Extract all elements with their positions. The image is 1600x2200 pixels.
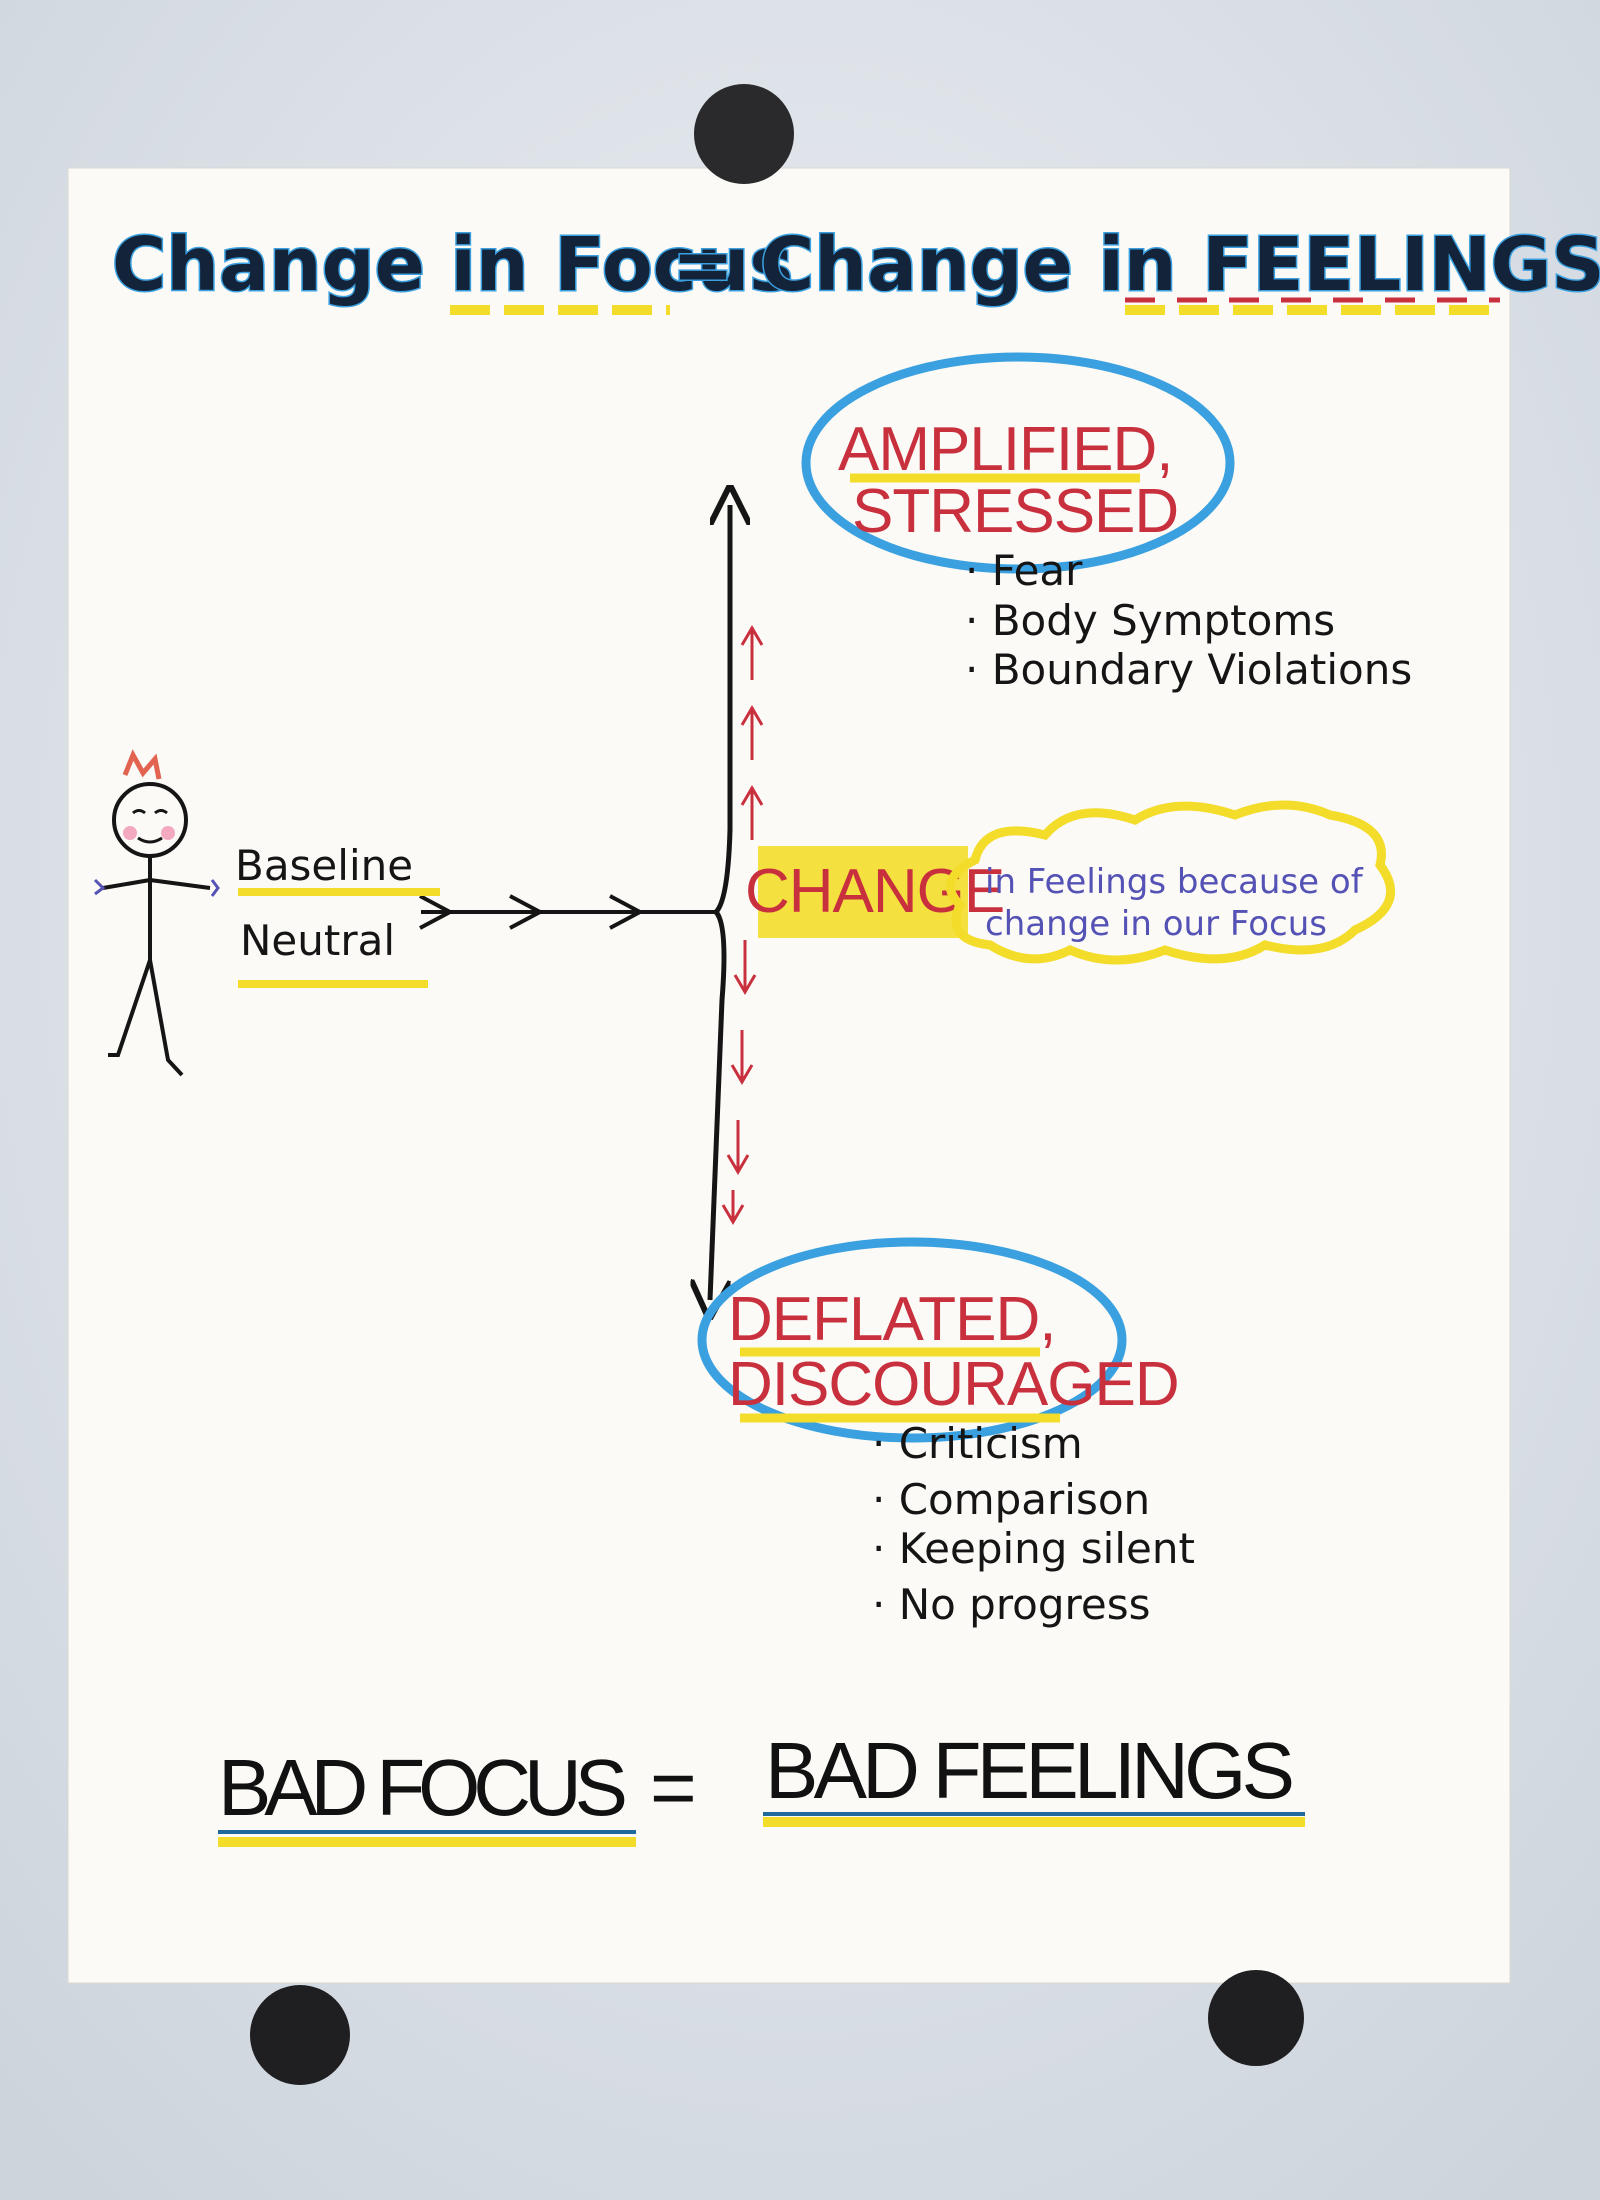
- focus-diagram-arrows: [419, 505, 764, 1300]
- discouraged-label: DISCOURAGED: [728, 1350, 1179, 1419]
- bad-feelings-text: BAD FEELINGS: [765, 1726, 1295, 1815]
- deflated-label: DEFLATED,: [728, 1285, 1055, 1354]
- title-right-text: Change in FEELINGS: [760, 222, 1600, 308]
- magnet-top: [694, 84, 794, 184]
- stick-figure: [93, 749, 220, 1077]
- deflated-oval: [697, 1237, 1127, 1443]
- bottom-bullets: · Criticism · Comparison · Keeping silen…: [872, 1419, 1195, 1629]
- title-equals: =: [672, 222, 734, 308]
- stressed-label: STRESSED: [852, 477, 1178, 546]
- bullet-item: · Fear: [965, 546, 1083, 595]
- neutral-label: Neutral: [240, 916, 395, 965]
- footer-equation: BAD FOCUS = BAD FEELINGS: [218, 1726, 1305, 1847]
- chart-paper: [67, 167, 1511, 1984]
- bullet-item: · Criticism: [872, 1419, 1083, 1468]
- note-line-2: change in our Focus: [985, 904, 1327, 944]
- poster-title: Change in Focus = Change in FEELINGS: [111, 221, 1600, 315]
- bullet-item: · No progress: [872, 1580, 1150, 1629]
- top-bullets: · Fear · Body Symptoms · Boundary Violat…: [965, 546, 1412, 694]
- amplified-oval: [801, 352, 1235, 574]
- note-line-1: in Feelings because of: [985, 862, 1364, 902]
- magnet-bottom-left: [250, 1985, 350, 2085]
- bad-focus-text: BAD FOCUS: [218, 1743, 628, 1832]
- amplified-label: AMPLIFIED,: [838, 415, 1173, 484]
- note-cloud: [946, 800, 1395, 965]
- title-left-text: Change in Focus: [112, 222, 793, 308]
- bullet-item: · Body Symptoms: [965, 596, 1335, 645]
- bullet-item: · Keeping silent: [872, 1524, 1195, 1573]
- magnet-bottom-right: [1208, 1970, 1304, 2066]
- baseline-label: Baseline: [235, 841, 413, 890]
- bullet-item: · Comparison: [872, 1475, 1150, 1524]
- footer-equals: =: [650, 1743, 697, 1832]
- bullet-item: · Boundary Violations: [965, 645, 1412, 694]
